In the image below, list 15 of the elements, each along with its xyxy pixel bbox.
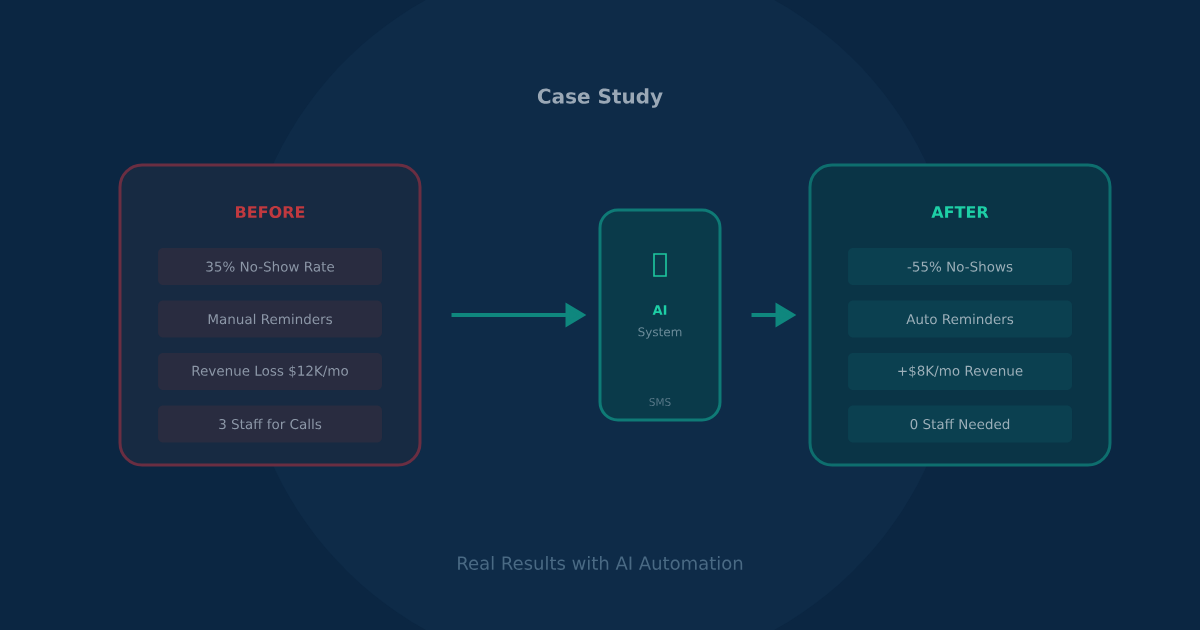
metric-row: +$8K/mo Revenue bbox=[848, 353, 1072, 390]
card-title: AI bbox=[652, 305, 667, 315]
channel-note: SMS bbox=[649, 398, 671, 406]
panel-heading: AFTER bbox=[931, 206, 989, 218]
metric-row: -55% No-Shows bbox=[848, 248, 1072, 285]
metric-row: 0 Staff Needed bbox=[848, 405, 1072, 443]
caption: Real Results with AI Automation bbox=[458, 556, 743, 570]
metric-row: Manual Reminders bbox=[158, 300, 382, 338]
card-subtitle: System bbox=[638, 327, 682, 339]
metric-row: Auto Reminders bbox=[848, 300, 1072, 338]
panel-heading: BEFORE bbox=[236, 205, 305, 219]
metric-row: Revenue Loss $12K/mo bbox=[158, 353, 382, 390]
title: Case Study bbox=[537, 88, 663, 108]
metric-row: 3 Staff for Calls bbox=[158, 405, 382, 443]
metric-row: 35% No-Show Rate bbox=[158, 248, 382, 285]
